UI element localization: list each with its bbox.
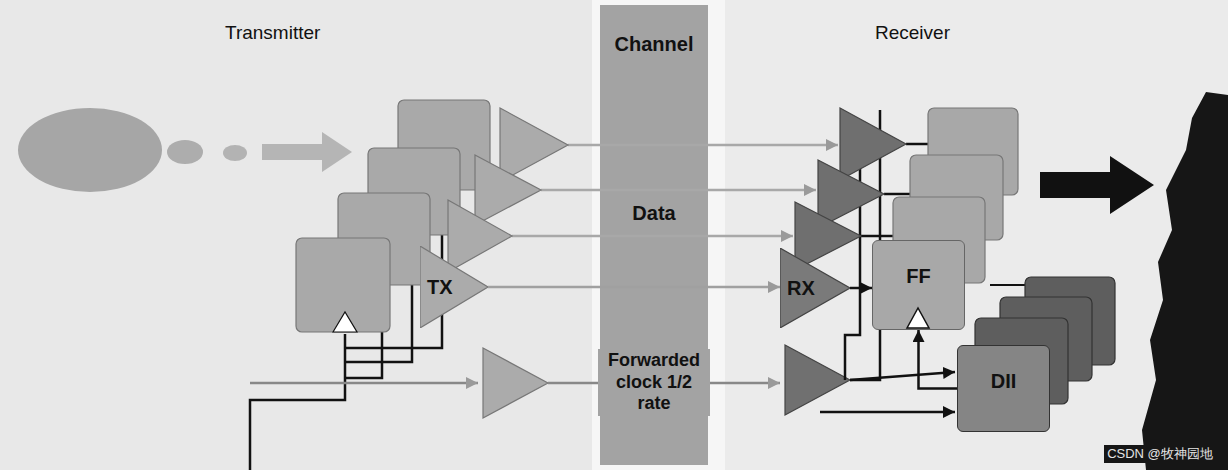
clock-wire [850, 372, 955, 380]
receiver-silhouette [1142, 92, 1228, 470]
data-line [541, 189, 816, 192]
signal-label: Data [629, 200, 678, 226]
rx-to-ff-wire [861, 235, 893, 238]
clock-buffer [483, 348, 548, 418]
rx-buffer [795, 202, 861, 270]
output-arrow [1040, 156, 1154, 214]
data-dot [167, 140, 203, 164]
receiver-panel: ReceiverRX FF DII [725, 0, 1228, 470]
block-label: TX [427, 276, 453, 299]
clock-wire [250, 382, 478, 385]
label-holder: CSDN @牧神园地 [1096, 444, 1224, 463]
data-line [512, 235, 793, 238]
register-box [296, 238, 390, 332]
clock-edge-mark [333, 312, 357, 332]
rx-buffer [840, 108, 906, 180]
clock-buffer [785, 345, 850, 415]
clock-wire [820, 411, 955, 414]
flow-arrow [262, 132, 352, 172]
rx-to-ff-wire [884, 193, 910, 196]
rx-buffer [818, 160, 884, 228]
tx-buffer [448, 200, 512, 272]
flipflop-box: FF [872, 240, 965, 330]
rx-buffer: RX [780, 248, 850, 328]
clock-edge-mark [903, 305, 933, 329]
clock-wire [250, 334, 345, 470]
tx-buffer: TX [420, 246, 488, 328]
rx-to-ff-wire [906, 143, 928, 146]
section-heading: Transmitter [225, 22, 595, 44]
block-label: DII [958, 370, 1049, 393]
band-heading: Channel [600, 33, 708, 56]
label-holder: Forwarded clock 1/2 rate [598, 349, 710, 416]
data-dot [223, 145, 247, 161]
transmitter-ground [0, 0, 592, 470]
receiver-ground [725, 0, 1228, 470]
transmitter-panel: TransmitterTX [0, 0, 595, 470]
buffer-triangle [780, 248, 850, 328]
label-holder: Data [600, 200, 708, 226]
dll-box: DII [957, 345, 1050, 432]
block-label: FF [873, 265, 964, 288]
tx-buffer [500, 108, 568, 182]
signal-label: Forwarded clock 1/2 rate [598, 349, 710, 416]
buffer-triangle [420, 246, 488, 328]
data-source [18, 108, 162, 192]
signal-connector [488, 286, 780, 289]
clock-edge-mark [907, 308, 929, 328]
section-heading: Receiver [875, 22, 1228, 44]
signal-connector [919, 330, 958, 389]
watermark: CSDN @牧神园地 [1104, 445, 1216, 463]
block-label: RX [787, 277, 815, 300]
tx-buffer [475, 155, 541, 225]
data-line [568, 144, 838, 147]
signal-connector [850, 287, 872, 290]
